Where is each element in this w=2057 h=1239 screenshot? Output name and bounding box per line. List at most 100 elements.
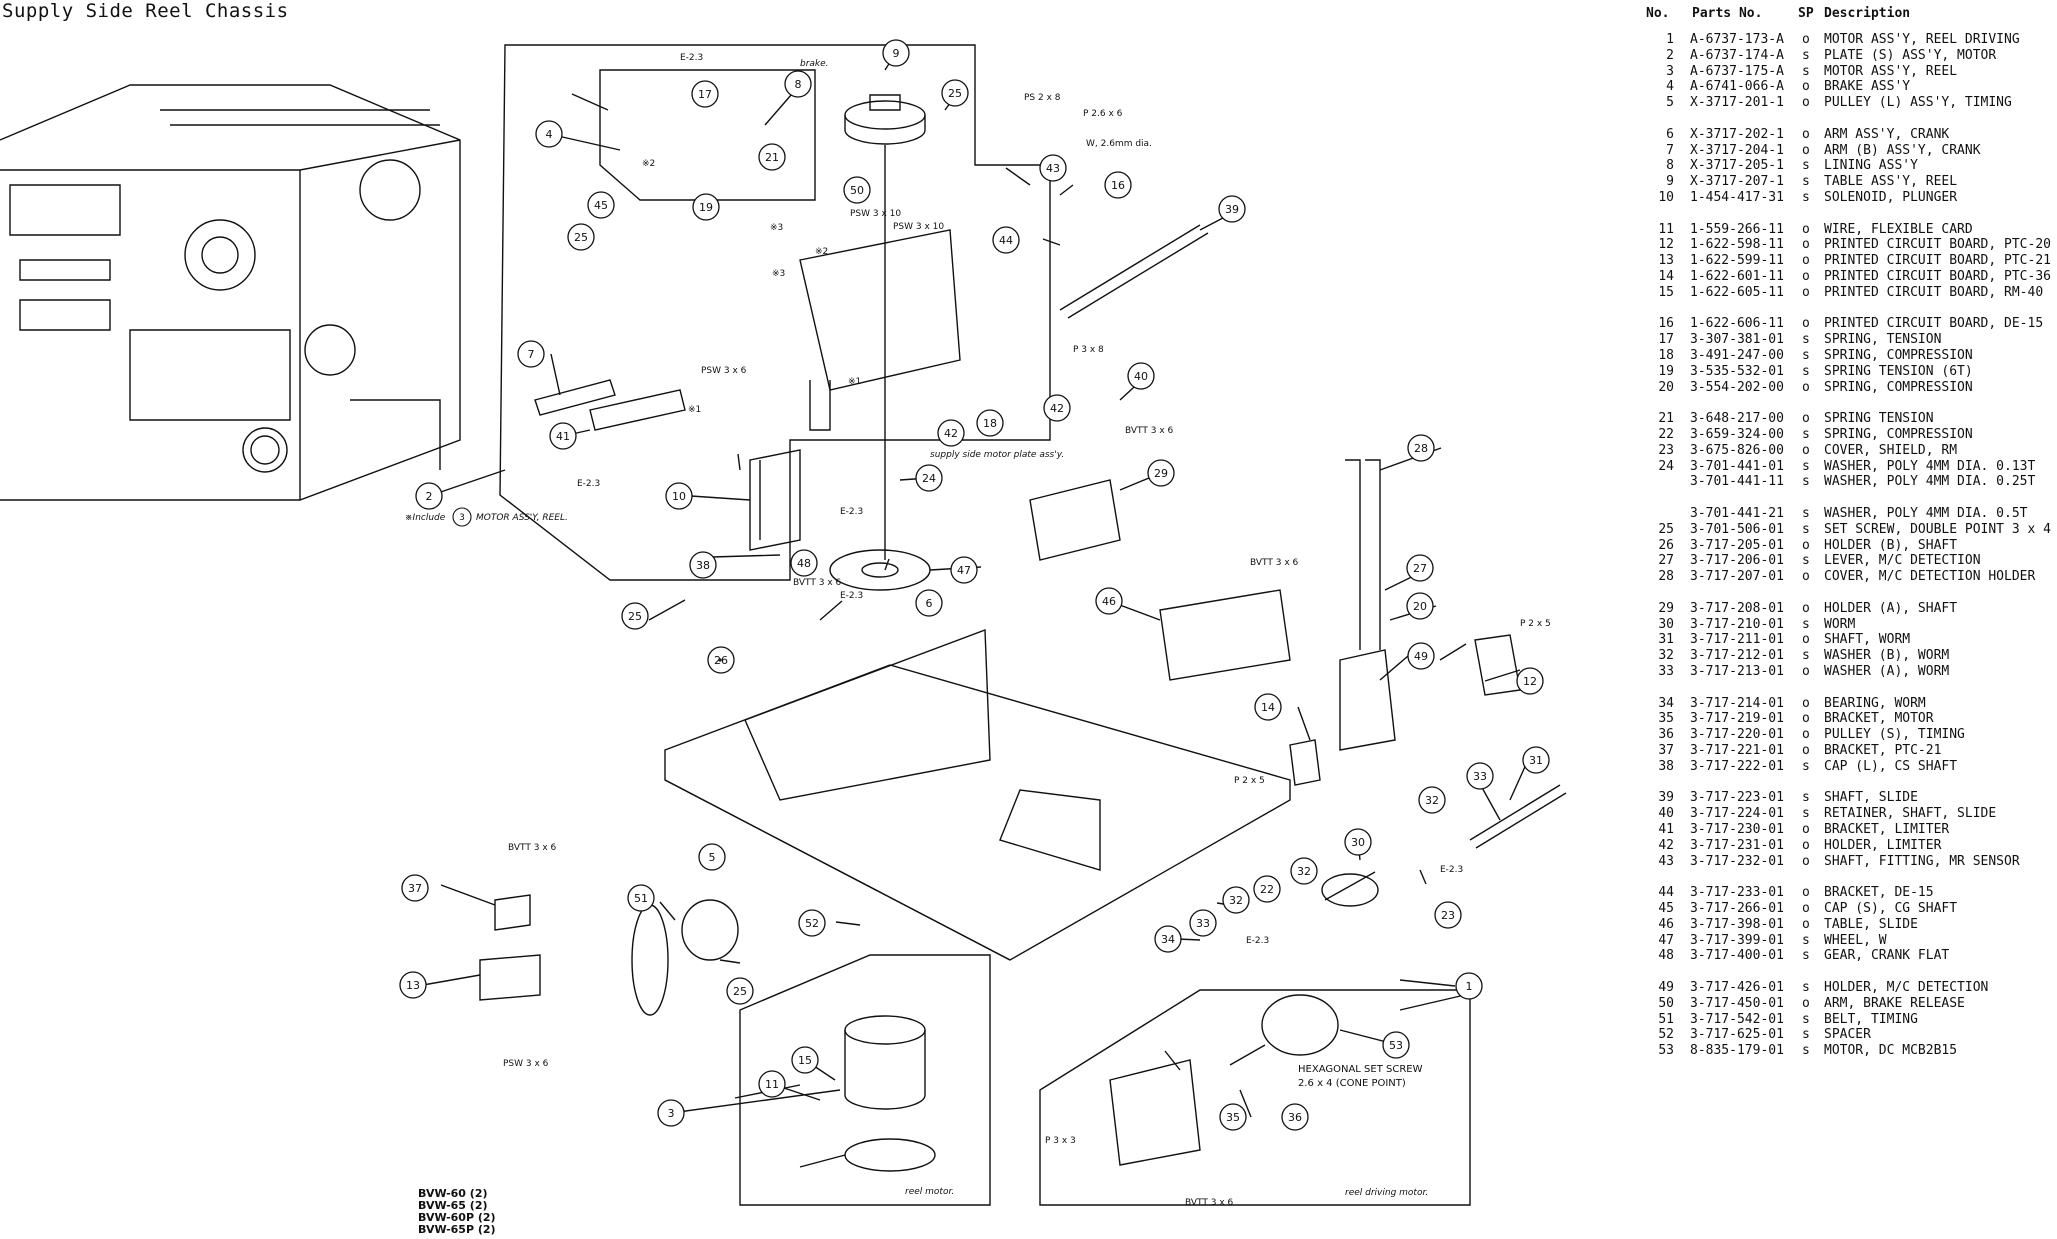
part-sp: o <box>1802 695 1810 711</box>
part-sp: o <box>1802 632 1810 648</box>
part-sp: s <box>1802 190 1810 205</box>
part-description: SPRING, COMPRESSION <box>1824 379 1973 395</box>
part-description: WHEEL, W <box>1824 932 1887 948</box>
label-e23e: E-2.3 <box>1440 865 1463 875</box>
part-number: 3-717-266-01 <box>1690 901 1784 916</box>
part-no-number: 26 <box>1658 537 1674 553</box>
callout-30: 30 <box>1351 836 1365 849</box>
callout-43: 43 <box>1046 162 1060 175</box>
part-number: 3-717-206-01 <box>1690 553 1784 569</box>
part-no-number: 25 <box>1658 521 1674 537</box>
part-sp: o <box>1802 916 1810 932</box>
part-sp: o <box>1802 711 1810 727</box>
part-sp: s <box>1802 332 1810 348</box>
part-sp: s <box>1802 47 1810 63</box>
label-bvtt-e: BVTT 3 x 6 <box>1185 1198 1234 1208</box>
part-description: HOLDER, M/C DETECTION <box>1824 980 1989 995</box>
part-number: 3-717-207-01 <box>1690 569 1784 585</box>
part-sp: o <box>1802 537 1810 553</box>
gear-47 <box>829 549 931 591</box>
part-number: 3-717-233-01 <box>1690 885 1784 901</box>
label-p3x8: P 3 x 8 <box>1073 345 1104 355</box>
callout-26: 26 <box>714 654 728 667</box>
reel-motor-boundary <box>739 954 991 1206</box>
callout-32b: 32 <box>1229 894 1243 907</box>
part-number: X-3717-207-1 <box>1690 174 1784 190</box>
part-sp: s <box>1802 506 1810 521</box>
label-hex-screw-1: HEXAGONAL SET SCREW <box>1298 1064 1423 1075</box>
part-no-number: 11 <box>1658 221 1674 237</box>
part-number: 3-717-221-01 <box>1690 743 1784 758</box>
part-number: 3-675-826-00 <box>1690 442 1784 458</box>
part-number: 3-307-381-01 <box>1690 332 1784 348</box>
part-no-number: 43 <box>1658 853 1674 869</box>
callout-20: 20 <box>1413 600 1427 613</box>
part-description: PLATE (S) ASS'Y, MOTOR <box>1824 47 1997 63</box>
part-number: 3-701-506-01 <box>1690 521 1784 537</box>
callout-36: 36 <box>1288 1111 1302 1124</box>
part-number: 3-717-625-01 <box>1690 1027 1784 1043</box>
label-m2a: ※2 <box>642 159 655 169</box>
part-no-number: 49 <box>1658 980 1674 995</box>
part-no-number: 27 <box>1658 553 1674 569</box>
part-description: ARM (B) ASS'Y, CRANK <box>1824 142 1981 158</box>
part-description: BRACKET, MOTOR <box>1824 711 1934 727</box>
callout-53: 53 <box>1389 1039 1403 1052</box>
part-description: PRINTED CIRCUIT BOARD, DE-15 <box>1824 316 2044 332</box>
part-number: 3-659-324-00 <box>1690 427 1784 442</box>
part-description: HOLDER, LIMITER <box>1824 837 1942 853</box>
part-description: SPRING, TENSION <box>1824 332 1942 348</box>
part-description: BRAKE ASS'Y <box>1824 79 1911 95</box>
part-no-number: 7 <box>1666 142 1674 158</box>
part-sp: s <box>1802 948 1810 964</box>
part-number: A-6741-066-A <box>1690 79 1784 95</box>
callout-16: 16 <box>1111 179 1125 192</box>
part-sp: o <box>1802 126 1810 142</box>
part-description: MOTOR, DC MCB2B15 <box>1824 1043 1958 1059</box>
part-no-number: 41 <box>1658 822 1674 837</box>
part-sp: o <box>1802 95 1810 111</box>
part-sp: o <box>1802 837 1810 853</box>
part-no-number: 33 <box>1658 664 1674 679</box>
part-no-number: 1 <box>1666 32 1674 47</box>
header-sp: SP <box>1798 6 1814 21</box>
part-description: COVER, M/C DETECTION HOLDER <box>1824 569 2036 585</box>
callout-3: 3 <box>668 1107 675 1120</box>
part-no-number: 4 <box>1666 79 1674 95</box>
part-sp: o <box>1802 569 1810 585</box>
label-psw3x10b: PSW 3 x 10 <box>893 222 944 232</box>
part-no-number: 3 <box>1666 63 1674 79</box>
label-e23b: E-2.3 <box>577 479 600 489</box>
part-description: SPRING, COMPRESSION <box>1824 348 1973 363</box>
part-number: X-3717-205-1 <box>1690 158 1784 174</box>
part-no-number: 14 <box>1658 269 1674 284</box>
part-no-number: 42 <box>1658 837 1674 853</box>
part-number: 3-701-441-21 <box>1690 506 1784 521</box>
model-item: BVW-65 (2) <box>418 1199 488 1212</box>
part-sp: o <box>1802 142 1810 158</box>
vtr-unit-illustration <box>0 84 461 501</box>
part-description: CAP (L), CS SHAFT <box>1824 758 1958 774</box>
part-sp: o <box>1802 664 1810 679</box>
part-no-number: 15 <box>1658 284 1674 300</box>
part-no-number: 48 <box>1658 948 1674 964</box>
part-no-number: 40 <box>1658 806 1674 822</box>
part-no-number: 38 <box>1658 758 1674 774</box>
part-sp: s <box>1802 553 1810 569</box>
part-description: SPRING TENSION <box>1824 411 1934 427</box>
part-number: 3-554-202-00 <box>1690 379 1784 395</box>
callout-12: 12 <box>1523 675 1537 688</box>
part-sp: o <box>1802 743 1810 758</box>
part-description: SPACER <box>1824 1027 1871 1043</box>
callout-5: 5 <box>709 851 716 864</box>
label-ps2x8: PS 2 x 8 <box>1024 93 1061 103</box>
part-number: 3-717-213-01 <box>1690 664 1784 679</box>
part-description: WASHER (A), WORM <box>1824 664 1950 679</box>
part-no-number: 22 <box>1658 427 1674 442</box>
part-no-number: 35 <box>1658 711 1674 727</box>
callout-27: 27 <box>1413 562 1427 575</box>
label-psw3x6: PSW 3 x 6 <box>701 366 747 376</box>
part-number: 1-454-417-31 <box>1690 190 1784 205</box>
callout-46: 46 <box>1102 595 1116 608</box>
part-no-number: 52 <box>1658 1027 1674 1043</box>
